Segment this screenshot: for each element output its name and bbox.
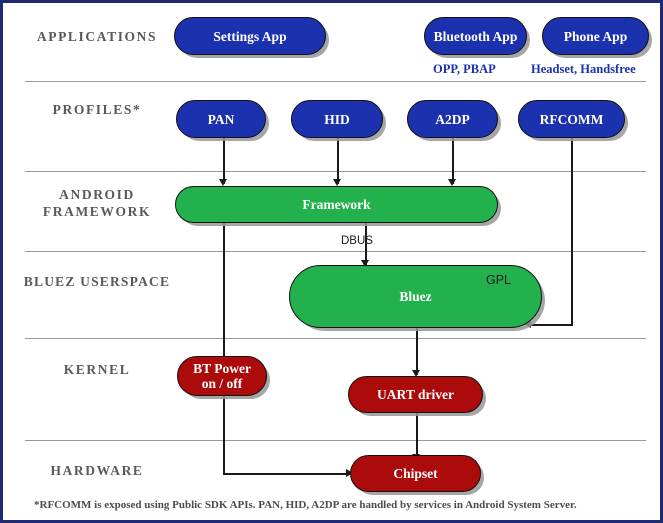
arrowhead-bluez-to-uart [412, 370, 420, 377]
connector-rfcomm-to-bluez [531, 324, 573, 326]
annotation-phone-app-profiles: Headset, Handsfree [531, 62, 636, 76]
node-pan[interactable]: PAN [176, 100, 266, 138]
node-settings-app[interactable]: Settings App [174, 17, 326, 55]
connector-a2dp-to-framework [452, 138, 454, 184]
arrowhead-pan-to-framework [219, 179, 227, 186]
diagram-footnote: *RFCOMM is exposed using Public SDK APIs… [34, 499, 577, 511]
layer-label-hardware: HARDWARE [50, 463, 144, 478]
connector-hid-to-framework [337, 138, 339, 184]
annotation-bluetooth-app-profiles: OPP, PBAP [433, 62, 496, 76]
arrowhead-hid-to-framework [333, 179, 341, 186]
divider-framework-bluez [25, 251, 646, 252]
connector-framework-to-bluez [365, 223, 367, 265]
arrowhead-rfcomm-to-bluez [524, 320, 531, 328]
layer-label-kernel: KERNEL [63, 362, 131, 377]
node-a2dp[interactable]: A2DP [407, 100, 498, 138]
node-phone-app[interactable]: Phone App [542, 17, 649, 55]
layer-label-bluez-userspace: BLUEZ USERSPACE [23, 274, 171, 289]
arrowhead-framework-to-bluez [361, 260, 369, 267]
connector-uart-to-chipset [416, 413, 418, 459]
connector-rfcomm-down [571, 138, 573, 326]
node-bt-power[interactable]: BT Power on / off [177, 356, 267, 396]
bus-label-dbus: DBUS [341, 235, 373, 247]
connector-bluez-to-uart [416, 328, 418, 375]
layer-label-applications: APPLICATIONS [36, 29, 158, 44]
node-uart-driver[interactable]: UART driver [348, 376, 483, 413]
node-bluez[interactable]: Bluez [289, 265, 542, 328]
connector-framework-to-chipset-horizontal [223, 473, 349, 475]
node-rfcomm[interactable]: RFCOMM [518, 100, 625, 138]
connector-pan-to-framework [223, 138, 225, 184]
node-chipset[interactable]: Chipset [350, 455, 481, 492]
divider-kernel-hardware [25, 440, 646, 441]
bluez-license-tag: GPL [486, 273, 512, 287]
divider-bluez-kernel [25, 338, 646, 339]
arrowhead-a2dp-to-framework [448, 179, 456, 186]
layer-label-profiles: PROFILES* [52, 102, 142, 117]
divider-profiles-framework [25, 171, 646, 172]
layer-label-android-framework: ANDROID FRAMEWORK [42, 187, 152, 219]
node-bluetooth-app[interactable]: Bluetooth App [424, 17, 527, 55]
node-framework[interactable]: Framework [175, 186, 498, 223]
divider-applications-profiles [25, 81, 646, 82]
connector-framework-to-chipset-vertical [223, 223, 225, 475]
node-hid[interactable]: HID [291, 100, 383, 138]
